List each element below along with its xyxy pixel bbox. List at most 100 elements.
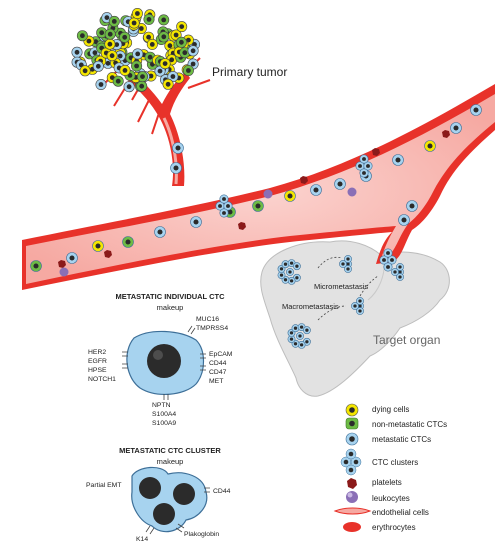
micrometastasis-cell [356, 307, 364, 315]
tumor-cell [136, 80, 148, 92]
legend-platelets: platelets [372, 478, 402, 487]
primary-tumor-mass [71, 8, 201, 93]
marker-notch1: NOTCH1 [88, 376, 116, 383]
platelet [58, 260, 66, 268]
legend-ctc-clusters: CTC clusters [372, 458, 419, 467]
platelet [442, 130, 450, 138]
tumor-cell [106, 50, 118, 62]
marker-epcam: EpCAM [209, 351, 233, 358]
tumor-cell [132, 48, 144, 60]
marker-tmprss4: TMPRSS4 [196, 325, 229, 332]
metastatic-ctc-cell [392, 154, 404, 166]
ctc-cluster-cell [359, 154, 369, 164]
leukocyte [347, 187, 357, 197]
erythrocyte-icon [343, 522, 361, 532]
metastatic-ctc-cell [172, 142, 184, 154]
marker-cd44: CD44 [209, 360, 227, 367]
non-metastatic-ctc-cell [224, 206, 236, 218]
tumor-cell [104, 38, 116, 50]
marker-s100a4: S100A4 [152, 411, 177, 418]
micrometastasis-cell [356, 297, 364, 305]
ctc-cluster-cell [383, 248, 393, 258]
tumor-cell [179, 47, 191, 59]
micro-arrow-1 [317, 256, 343, 269]
micro-arrow-3 [359, 275, 379, 297]
legend-erythrocytes: erythrocytes [372, 523, 416, 532]
tumor-cell [162, 78, 174, 90]
tumor-cell [131, 60, 143, 72]
tumor-cell [76, 30, 88, 42]
individual-ctc-receptors [122, 325, 206, 400]
tumor-cell [128, 17, 140, 29]
tumor-cell [158, 31, 170, 43]
legend-leukocytes: leukocytes [372, 494, 410, 503]
marker-cluster-cd44: CD44 [213, 488, 231, 495]
tumor-cell [119, 64, 131, 76]
individual-ctc-nucleus [147, 344, 181, 378]
non-metastatic-ctc-icon [345, 417, 359, 430]
macrometastasis-cell [297, 340, 306, 349]
tumor-cell [104, 28, 116, 40]
tumor-cell [95, 79, 107, 91]
tumor-cell [112, 75, 124, 87]
ctc-cluster-icon [340, 448, 362, 476]
non-metastatic-ctc-cell [30, 260, 42, 272]
metastatic-ctc-cell [310, 184, 322, 196]
ctc-cluster-cell [219, 194, 229, 204]
platelet-icon [347, 478, 357, 489]
individual-ctc-markers-top: MUC16 TMPRSS4 [196, 315, 228, 333]
individual-ctc-markers-bottom: NPTN S100A4 S100A9 [152, 401, 176, 428]
platelet [104, 250, 112, 258]
individual-ctc-markers-left: HER2 EGFR HPSE NOTCH1 [88, 348, 116, 384]
individual-ctc-subtitle: makeup [156, 303, 184, 312]
leukocyte [263, 189, 273, 199]
marker-hpse: HPSE [88, 367, 107, 374]
micro-arrow-2 [317, 305, 347, 321]
blood-vessel-lumen [26, 94, 495, 284]
non-metastatic-ctc-cell [252, 200, 264, 212]
platelet [238, 222, 246, 230]
micrometastasis-cell [344, 265, 352, 273]
leukocyte-icon [346, 491, 358, 503]
metastatic-ctc-cell [450, 122, 462, 134]
marker-her2: HER2 [88, 349, 107, 356]
ctc-cluster-cell [355, 161, 365, 171]
tumor-cell [123, 81, 135, 93]
marker-nptn: NPTN [152, 402, 171, 409]
ctc-cluster-subtitle: makeup [156, 457, 184, 466]
tumor-cell [182, 65, 194, 77]
dying-cell-cell [424, 140, 436, 152]
metastatic-ctc-cell [334, 178, 346, 190]
tumor-cell [79, 65, 91, 77]
marker-k14: K14 [136, 536, 149, 543]
tumor-cell [154, 65, 166, 77]
macrometastasis-cell [286, 268, 294, 276]
micrometastasis-cell [391, 268, 399, 276]
dying-cell-cell [92, 240, 104, 252]
metastases [277, 255, 404, 349]
macrometastasis-cell [296, 332, 304, 340]
tumor-cell [158, 14, 170, 26]
tumor-cell [108, 15, 120, 27]
micrometastasis-cell [339, 260, 347, 268]
individual-ctc-title: METASTATIC INDIVIDUAL CTC [115, 292, 225, 301]
individual-ctc-markers-right: EpCAM CD44 CD47 MET [209, 350, 232, 386]
dying-cell-icon [345, 403, 359, 417]
tumor-cell [119, 31, 131, 43]
endothelial-cell-icon [333, 507, 372, 515]
metastatic-ctc-cell [470, 104, 482, 116]
tumor-cell [71, 46, 83, 58]
marker-partial-emt: Partial EMT [86, 482, 122, 489]
ctc-cluster-cell [223, 201, 233, 211]
vessel-cells [30, 104, 482, 277]
marker-s100a9: S100A9 [152, 420, 177, 427]
legend-non-metastatic-ctcs: non-metastatic CTCs [372, 420, 448, 429]
tumor-cell [146, 38, 158, 50]
tumor-cell [96, 27, 108, 39]
macrometastasis-cell [292, 262, 301, 271]
tumor-cell [143, 13, 155, 25]
leukocyte [59, 267, 69, 277]
micrometastasis-cell [396, 273, 404, 281]
